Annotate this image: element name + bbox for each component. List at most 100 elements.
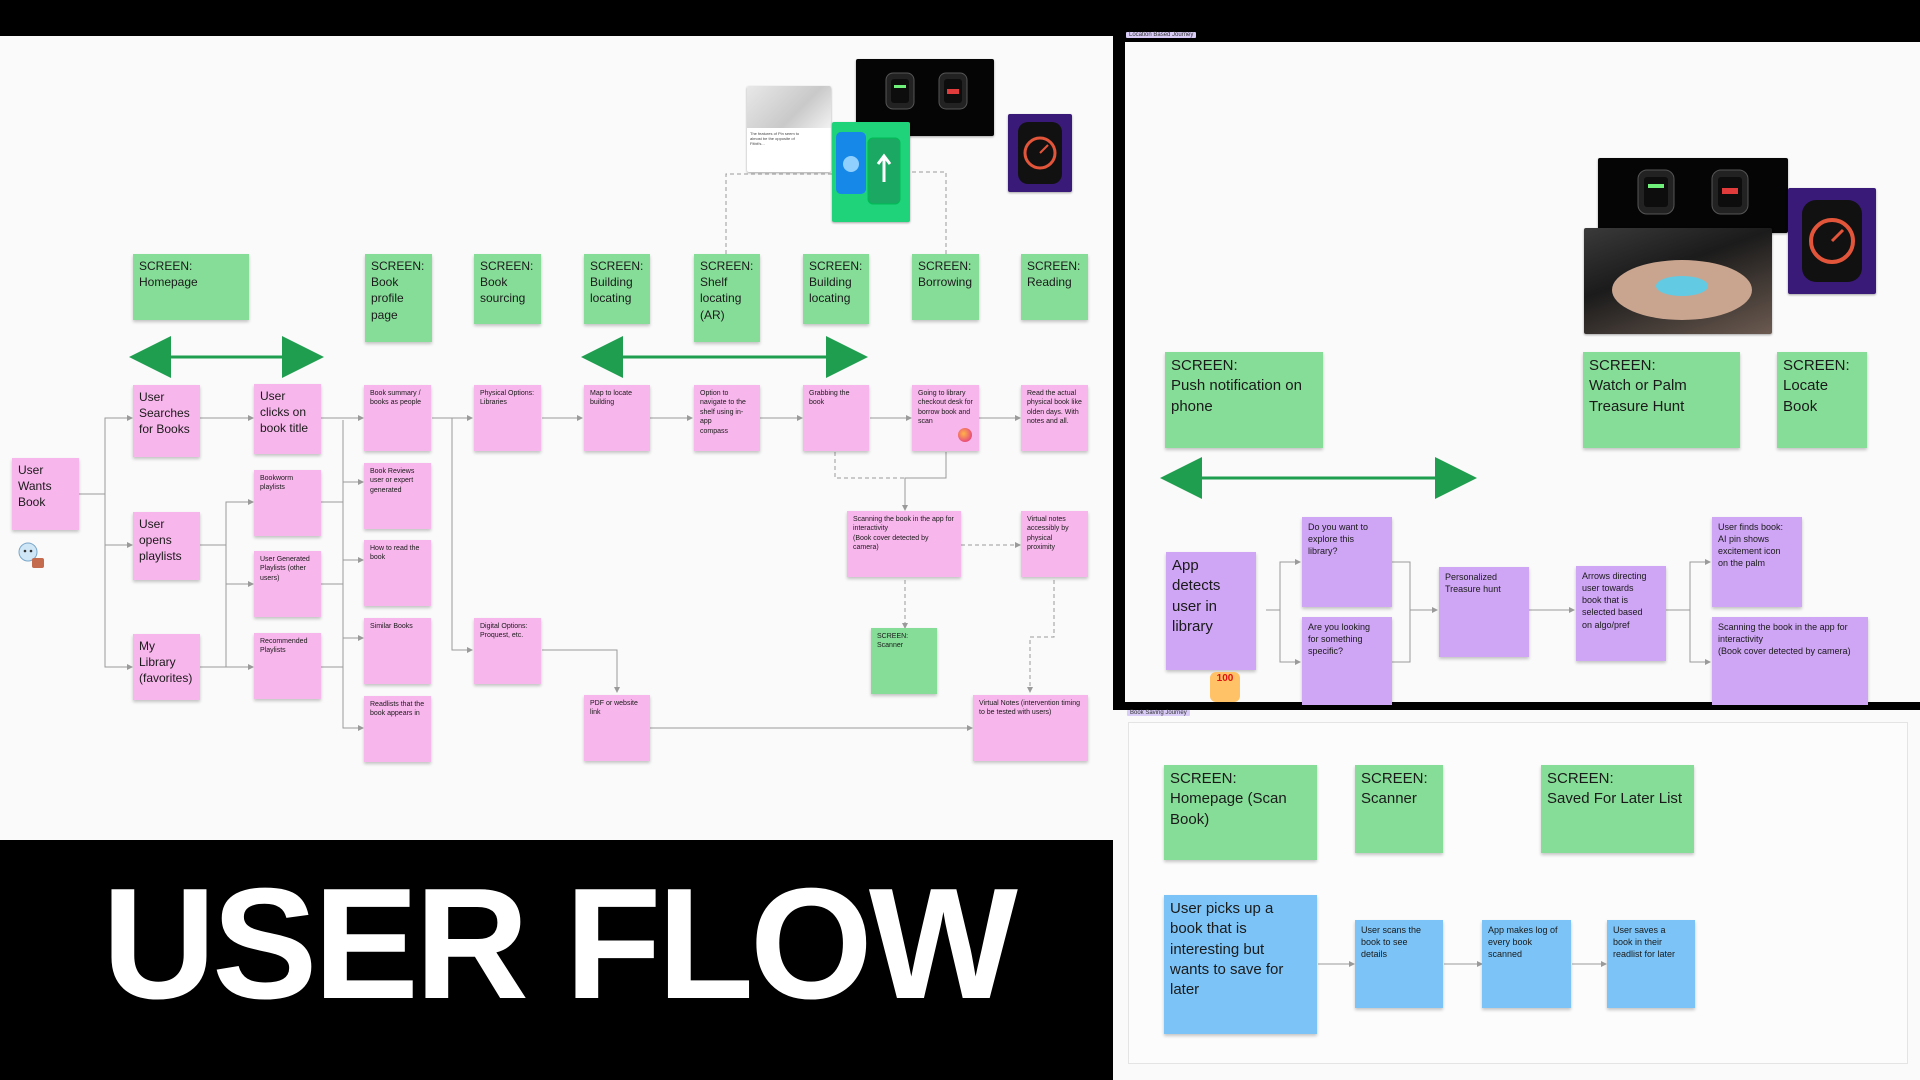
- screen-label: SCREEN: Homepage (Scan Book): [1170, 770, 1287, 828]
- step-book-summary[interactable]: Book summary / books as people: [364, 385, 431, 451]
- screen-book-profile[interactable]: SCREEN: Book profile page: [365, 254, 432, 342]
- step-user-opens-playlists[interactable]: User opens playlists: [133, 512, 200, 580]
- step-bookworm-playlists[interactable]: Bookworm playlists: [254, 470, 321, 536]
- screen-saved-list[interactable]: SCREEN: Saved For Later List: [1541, 765, 1694, 853]
- frame-label-location[interactable]: Location Based Journey: [1126, 32, 1197, 38]
- step-user-saves[interactable]: User saves a book in their readlist for …: [1607, 920, 1695, 1008]
- step-label: User finds book: AI pin shows excitement…: [1718, 522, 1784, 569]
- screen-label: SCREEN: Borrowing: [918, 259, 973, 290]
- step-virtual-notes-proximity[interactable]: Virtual notes accessibly by physical pro…: [1021, 511, 1088, 577]
- step-label: Book Reviews user or expert generated: [370, 468, 415, 494]
- step-how-to-read[interactable]: How to read the book: [364, 540, 431, 606]
- step-label: Grabbing the book: [809, 390, 850, 407]
- screen-label: SCREEN: Reading: [1027, 259, 1081, 290]
- palm-projection-image: [1584, 228, 1772, 334]
- screen-homepage-scan[interactable]: SCREEN: Homepage (Scan Book): [1164, 765, 1317, 860]
- screen-label: SCREEN: Watch or Palm Treasure Hunt: [1589, 357, 1687, 415]
- step-grabbing-book[interactable]: Grabbing the book: [803, 385, 869, 451]
- step-looking-specific[interactable]: Are you looking for something specific?: [1302, 617, 1392, 705]
- step-label: User opens playlists: [139, 517, 182, 564]
- screen-borrowing[interactable]: SCREEN: Borrowing: [912, 254, 979, 320]
- hundred-sticker-text: 100: [1216, 673, 1234, 684]
- watch-pair-image-2: [1598, 158, 1788, 233]
- step-digital-options[interactable]: Digital Options: Proquest, etc.: [474, 618, 541, 684]
- step-map-to-locate[interactable]: Map to locate building: [584, 385, 650, 451]
- step-app-detects[interactable]: App detects user in library: [1166, 552, 1256, 670]
- step-label: Personalized Treasure hunt: [1445, 572, 1501, 595]
- screen-watch-palm[interactable]: SCREEN: Watch or Palm Treasure Hunt: [1583, 352, 1740, 448]
- step-user-generated-playlists[interactable]: User Generated Playlists (other users): [254, 551, 321, 617]
- step-label: Map to locate building: [590, 390, 633, 407]
- step-label: User Wants Book: [18, 463, 52, 510]
- step-label: Are you looking for something specific?: [1308, 622, 1371, 657]
- screen-reading[interactable]: SCREEN: Reading: [1021, 254, 1088, 320]
- frame-label-saving[interactable]: Book Saving Journey: [1127, 710, 1190, 716]
- step-label: Option to navigate to the shelf using in…: [700, 390, 746, 435]
- step-physical-options[interactable]: Physical Options: Libraries: [474, 385, 541, 451]
- watch-pair-icon: [885, 72, 968, 110]
- screen-locate-book[interactable]: SCREEN: Locate Book: [1777, 352, 1867, 448]
- watch-pair-icon: [1637, 169, 1749, 215]
- reference-card-text: The features of Pin seem to almost be th…: [750, 131, 800, 147]
- step-label: Arrows directing user towards book that …: [1582, 571, 1647, 630]
- step-read-physical[interactable]: Read the actual physical book like olden…: [1021, 385, 1088, 451]
- step-label: User clicks on book title: [260, 389, 309, 436]
- step-user-finds-book[interactable]: User finds book: AI pin shows excitement…: [1712, 517, 1802, 607]
- watch-compass-image: [1008, 114, 1072, 192]
- step-app-logs[interactable]: App makes log of every book scanned: [1482, 920, 1571, 1008]
- step-label: Scanning the book in the app for interac…: [853, 516, 954, 552]
- step-label: App detects user in library: [1172, 557, 1221, 635]
- screen-label: SCREEN: Locate Book: [1783, 357, 1850, 415]
- step-scanning-book[interactable]: Scanning the book in the app for interac…: [847, 511, 961, 577]
- screen-label: SCREEN: Saved For Later List: [1547, 770, 1683, 808]
- step-label: User Generated Playlists (other users): [260, 556, 310, 582]
- step-user-clicks-title[interactable]: User clicks on book title: [254, 384, 321, 454]
- step-label: Read the actual physical book like olden…: [1027, 390, 1082, 426]
- step-going-to-library[interactable]: Going to library checkout desk for borro…: [912, 385, 979, 451]
- step-explore-library[interactable]: Do you want to explore this library?: [1302, 517, 1392, 607]
- palm-hand-icon: [1612, 260, 1752, 320]
- step-label: User Searches for Books: [139, 390, 190, 437]
- screen-label: SCREEN: Book profile page: [371, 259, 425, 322]
- compass-watch-icon: [1018, 122, 1062, 184]
- step-label: Physical Options: Libraries: [480, 390, 535, 407]
- step-similar-books[interactable]: Similar Books: [364, 618, 431, 684]
- screen-building-locating-1[interactable]: SCREEN: Building locating: [584, 254, 650, 324]
- step-label: App makes log of every book scanned: [1488, 925, 1558, 960]
- step-arrows-directing[interactable]: Arrows directing user towards book that …: [1576, 566, 1666, 661]
- step-book-reviews[interactable]: Book Reviews user or expert generated: [364, 463, 431, 529]
- step-recommended-playlists[interactable]: Recommended Playlists: [254, 633, 321, 699]
- step-label: Book summary / books as people: [370, 390, 421, 407]
- screen-shelf-locating[interactable]: SCREEN: Shelf locating (AR): [694, 254, 760, 342]
- screen-homepage[interactable]: SCREEN: Homepage: [133, 254, 249, 320]
- step-personalized-hunt[interactable]: Personalized Treasure hunt: [1439, 567, 1529, 657]
- step-user-wants-book[interactable]: User Wants Book: [12, 458, 79, 530]
- screen-label: SCREEN: Scanner: [1361, 770, 1428, 808]
- step-scanning-book-location[interactable]: Scanning the book in the app for interac…: [1712, 617, 1868, 705]
- step-label: How to read the book: [370, 545, 420, 562]
- step-user-scans[interactable]: User scans the book to see details: [1355, 920, 1443, 1008]
- hundred-sticker: 100: [1210, 672, 1240, 702]
- step-pdf-link[interactable]: PDF or website link: [584, 695, 650, 761]
- step-my-library[interactable]: My Library (favorites): [133, 634, 200, 700]
- screen-scanner[interactable]: SCREEN: Scanner: [871, 628, 937, 694]
- screen-scanner-saving[interactable]: SCREEN: Scanner: [1355, 765, 1443, 853]
- screen-push-notification[interactable]: SCREEN: Push notification on phone: [1165, 352, 1323, 448]
- compass-watch-icon: [1802, 200, 1862, 282]
- step-user-picks-up[interactable]: User picks up a book that is interesting…: [1164, 895, 1317, 1034]
- screen-building-locating-2[interactable]: SCREEN: Building locating: [803, 254, 869, 324]
- step-option-navigate[interactable]: Option to navigate to the shelf using in…: [694, 385, 760, 451]
- phone-reference-image: [832, 122, 910, 222]
- step-user-searches[interactable]: User Searches for Books: [133, 385, 200, 457]
- step-readlists[interactable]: Readlists that the book appears in: [364, 696, 431, 762]
- rocket-sticker-icon: [958, 428, 972, 442]
- phone-compass-icon: [836, 132, 901, 205]
- step-label: User picks up a book that is interesting…: [1170, 900, 1284, 998]
- step-label: Bookworm playlists: [260, 475, 294, 492]
- page-title: USER FLOW: [102, 856, 1018, 1032]
- step-label: My Library (favorites): [139, 639, 193, 686]
- screen-book-sourcing[interactable]: SCREEN: Book sourcing: [474, 254, 541, 324]
- step-label: Recommended Playlists: [260, 638, 308, 655]
- screen-label: SCREEN: Homepage: [139, 259, 198, 290]
- step-virtual-notes-timing[interactable]: Virtual Notes (intervention timing to be…: [973, 695, 1088, 761]
